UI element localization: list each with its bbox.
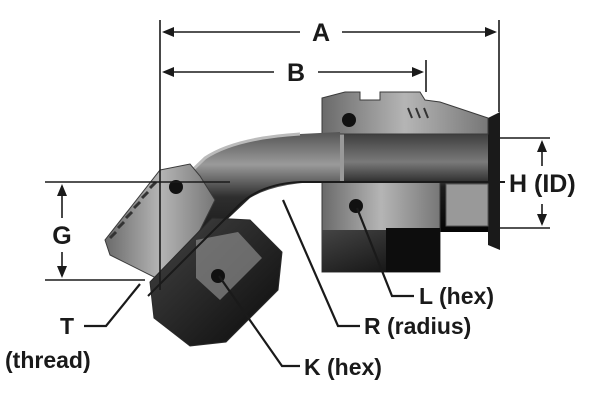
hex-nut-k: [149, 217, 283, 347]
label-thread: (thread): [5, 347, 91, 373]
leader-r: [281, 199, 360, 328]
label-r: R (radius): [364, 313, 471, 339]
dimension-h: [500, 137, 550, 229]
label-h: H (ID): [509, 170, 576, 198]
label-b: B: [287, 59, 305, 87]
leader-l: [355, 207, 414, 298]
label-a: A: [312, 19, 330, 47]
label-t: T: [60, 313, 74, 339]
dimension-g: [45, 181, 230, 281]
hex-nut-l: [321, 181, 489, 273]
leader-k: [218, 275, 300, 368]
dimension-a: [159, 20, 500, 290]
leader-t: [84, 283, 141, 328]
label-k: K (hex): [304, 354, 382, 380]
upper-cutaway-nut: [321, 91, 489, 135]
label-l: L (hex): [419, 283, 494, 309]
label-g: G: [52, 222, 71, 250]
center-line: [147, 181, 505, 297]
dimension-b: [162, 60, 427, 92]
